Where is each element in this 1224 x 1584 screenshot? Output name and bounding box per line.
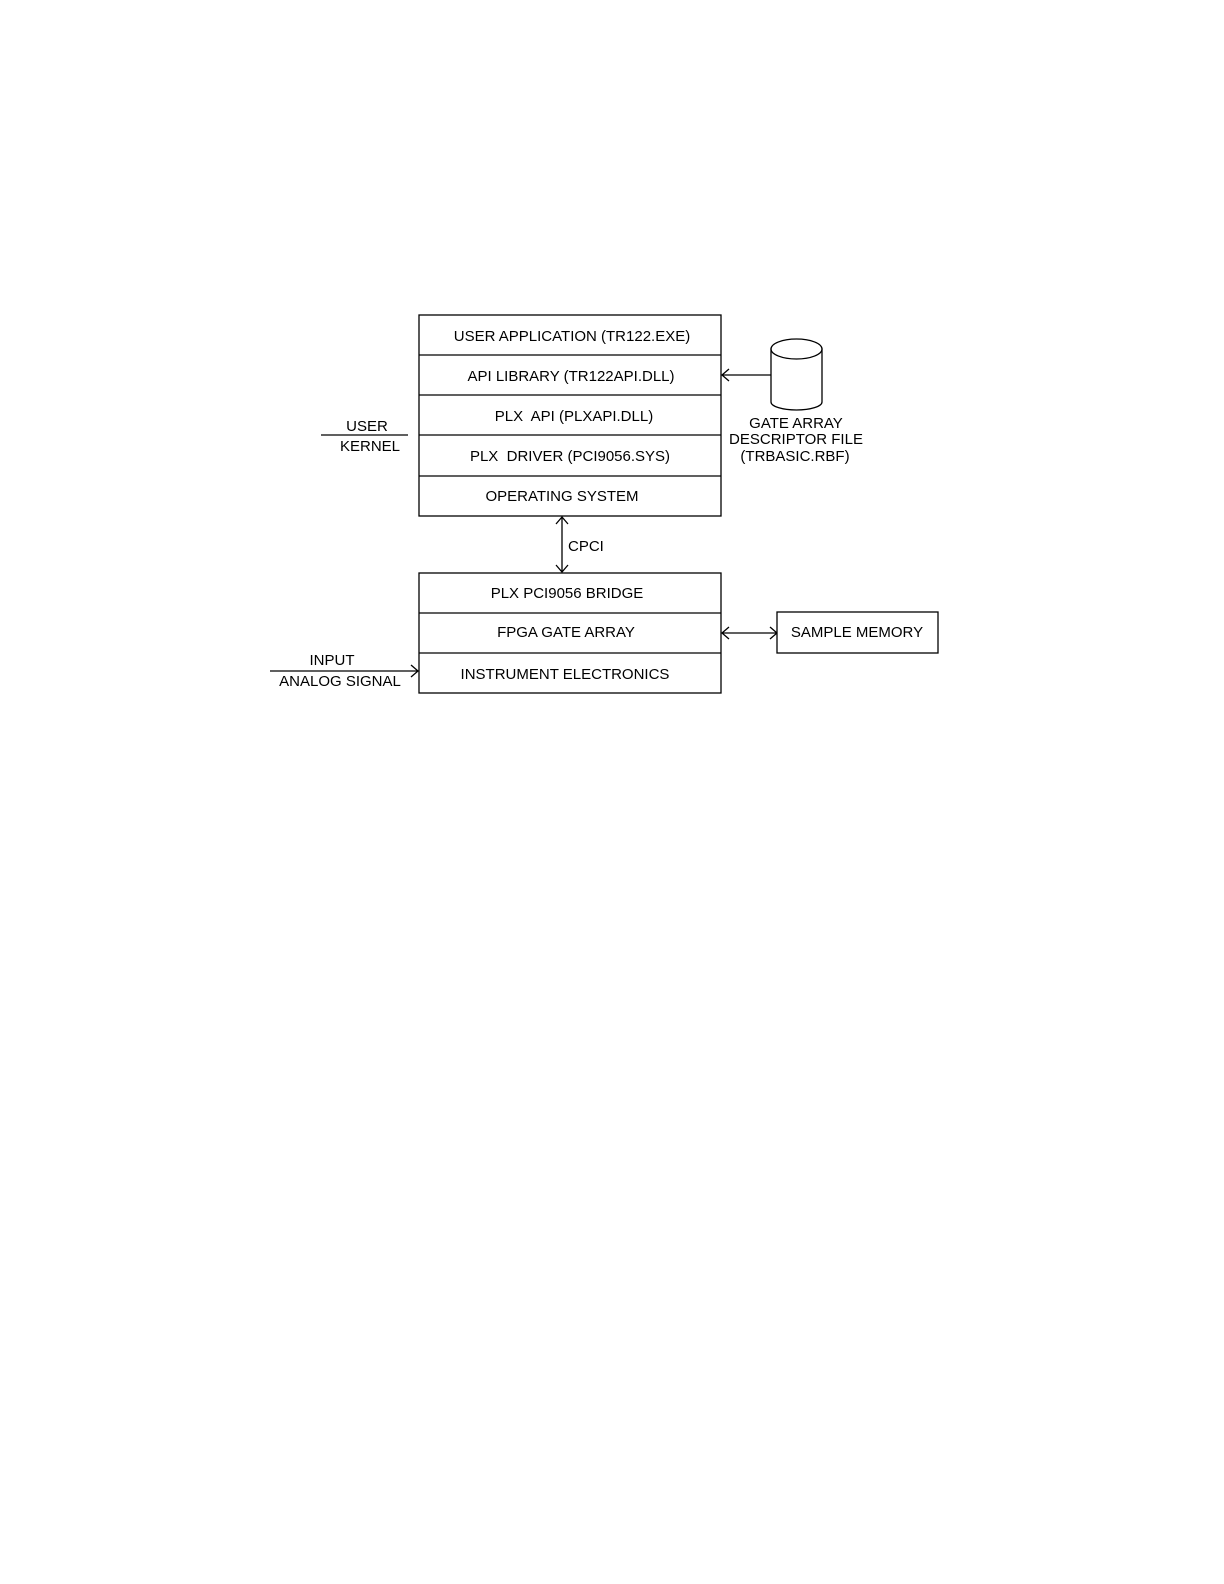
fpga-memory-arrow [722, 627, 777, 639]
sample-memory-block: SAMPLE MEMORY [777, 612, 938, 653]
analog-input: INPUT ANALOG SIGNAL [270, 652, 418, 690]
user-kernel-boundary: USER KERNEL [321, 418, 408, 455]
user-label: USER [346, 418, 388, 435]
host-software-stack: USER APPLICATION (TR122.EXE) API LIBRARY… [419, 315, 721, 516]
pci-bridge-layer: PLX PCI9056 BRIDGE [491, 585, 644, 602]
cylinder-top [771, 339, 822, 359]
operating-system-layer: OPERATING SYSTEM [485, 488, 638, 505]
user-application-layer: USER APPLICATION (TR122.EXE) [454, 328, 690, 345]
sample-memory-label: SAMPLE MEMORY [791, 624, 923, 641]
descriptor-file: GATE ARRAY DESCRIPTOR FILE (TRBASIC.RBF) [729, 339, 863, 465]
descriptor-line-1: GATE ARRAY [749, 415, 843, 432]
descriptor-to-api-arrow [722, 369, 771, 381]
descriptor-line-3: (TRBASIC.RBF) [740, 448, 849, 465]
cpci-label: CPCI [568, 538, 604, 555]
input-label: INPUT [310, 652, 355, 669]
analog-signal-label: ANALOG SIGNAL [279, 673, 401, 690]
plx-driver-layer: PLX DRIVER (PCI9056.SYS) [470, 448, 670, 465]
api-library-layer: API LIBRARY (TR122API.DLL) [467, 368, 674, 385]
plx-api-layer: PLX API (PLXAPI.DLL) [495, 408, 653, 425]
cpci-bus-arrow: CPCI [556, 517, 604, 572]
board-hardware-stack: PLX PCI9056 BRIDGE FPGA GATE ARRAY INSTR… [419, 573, 721, 693]
kernel-label: KERNEL [340, 438, 400, 455]
instrument-electronics-layer: INSTRUMENT ELECTRONICS [461, 666, 670, 683]
descriptor-line-2: DESCRIPTOR FILE [729, 431, 863, 448]
fpga-gate-array-layer: FPGA GATE ARRAY [497, 624, 635, 641]
